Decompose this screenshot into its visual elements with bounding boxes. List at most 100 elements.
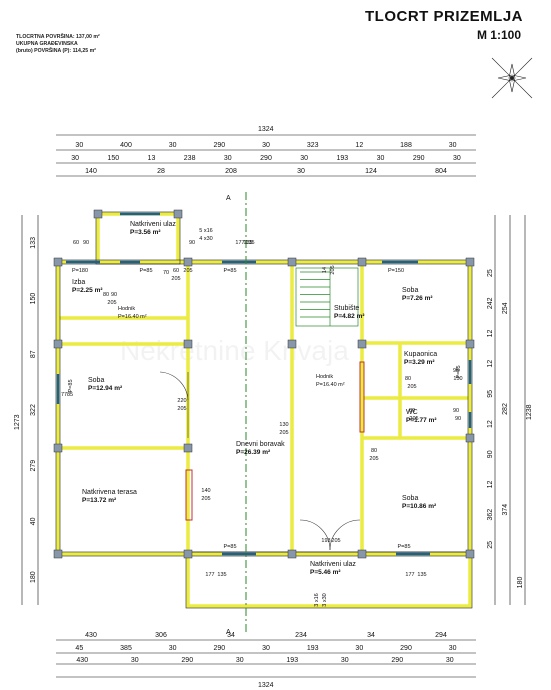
sill-label: 205 (331, 538, 340, 544)
room-area: P=3.29 m² (404, 359, 435, 366)
dim-label: 124 (365, 168, 377, 175)
dim-label: 374 (502, 504, 509, 516)
sill-label: 80 (371, 448, 377, 454)
dimension-right (494, 215, 526, 605)
dim-label: 30 (236, 657, 244, 664)
dim-label: 279 (30, 460, 37, 472)
dim-label: 30 (377, 155, 385, 162)
sill-label: 177 (405, 572, 414, 578)
pillar (183, 549, 193, 559)
sill-label: 95 (453, 368, 459, 374)
sill-label: 60 (173, 268, 179, 274)
pillar (183, 443, 193, 453)
dim-label: 385 (120, 645, 132, 652)
dim-label: 45 (75, 645, 83, 652)
sill-label: 135 (217, 572, 226, 578)
dim-label: 804 (435, 168, 447, 175)
dim-label: 28 (157, 168, 165, 175)
dim-label: 362 (487, 509, 494, 521)
sill-label: 90 (189, 240, 195, 246)
sill-label: 140 (201, 488, 210, 494)
dim-label: 34 (367, 632, 375, 639)
dimension-bottom (56, 639, 476, 678)
sill-label: 205 (177, 406, 186, 412)
dim-label: 30 (355, 645, 363, 652)
dim-label: 30 (446, 657, 454, 664)
pillar (357, 549, 367, 559)
dim-label: 95 (487, 390, 494, 398)
pillar (357, 257, 367, 267)
room-name: WC (406, 409, 418, 416)
sill-label: 205 (171, 276, 180, 282)
area-info-line1: TLOCRTNA POVRŠINA: 137,00 m² (16, 34, 100, 40)
section-mark-top: A (226, 195, 231, 202)
dim-label: 193 (286, 657, 298, 664)
dim-label: 294 (435, 632, 447, 639)
stairs-label-main: 14 (322, 267, 328, 273)
dim-label: 290 (391, 657, 403, 664)
dim-label: 30 (262, 645, 270, 652)
room-name: Stubište (334, 305, 359, 312)
room-area: P=3.56 m² (130, 229, 161, 236)
sill-label: 60 (73, 240, 79, 246)
dim-label: 242 (487, 297, 494, 309)
sill-label: 130 (279, 422, 288, 428)
pillar (287, 339, 297, 349)
dim-label: 254 (502, 302, 509, 314)
dim-label: 282 (502, 403, 509, 415)
dim-label: 25 (487, 541, 494, 549)
pillar (53, 339, 63, 349)
room-name: Soba (402, 495, 418, 502)
dim-label: 30 (300, 155, 308, 162)
dim-label: 30 (169, 142, 177, 149)
sill-label: 205 (183, 268, 192, 274)
dim-label: 30 (453, 155, 461, 162)
dim-label: 193 (337, 155, 349, 162)
dim-label: 290 (413, 155, 425, 162)
window-label: P=85 (68, 380, 74, 393)
room-area: P=10.86 m² (402, 503, 437, 510)
dim-label: 87 (30, 350, 37, 358)
dim-label: 290 (213, 645, 225, 652)
dim-right-row2: 254 282 374 (502, 302, 509, 515)
room-area: P=16.40 m² (118, 314, 147, 320)
dim-label: 12 (487, 330, 494, 338)
room-area: P=7.26 m² (402, 295, 433, 302)
sill-label: 80 (405, 376, 411, 382)
dim-label: 133 (30, 237, 37, 249)
sill-label: 135 (417, 572, 426, 578)
dim-label: 150 (30, 293, 37, 305)
dim-label: 306 (155, 632, 167, 639)
pillar (465, 549, 475, 559)
dim-label: 30 (224, 155, 232, 162)
dim-label: 430 (76, 657, 88, 664)
dim-left-total: 1273 (14, 414, 21, 430)
plan-title: TLOCRT PRIZEMLJA (365, 8, 523, 25)
sill-label: 90 (455, 416, 461, 422)
dim-label: 290 (181, 657, 193, 664)
dim-label: 400 (120, 142, 132, 149)
pillar (465, 257, 475, 267)
stairs-label-bottom: 3 x30 (322, 593, 328, 606)
dim-label: 234 (295, 632, 307, 639)
pillar (53, 257, 63, 267)
room-area: P=5.46 m² (310, 569, 341, 576)
dim-label: 30 (449, 142, 457, 149)
room-name: Natkriveni ulaz (130, 221, 176, 228)
dim-label: 238 (184, 155, 196, 162)
stairs-label-top: 4 x30 (199, 236, 212, 242)
sill-label: 90 (111, 292, 117, 298)
dim-label: 208 (225, 168, 237, 175)
window-label: P=85 (224, 268, 237, 274)
pillar (465, 433, 475, 443)
room-area: P=4.82 m² (334, 313, 365, 320)
sill-label: 80 (103, 292, 109, 298)
room-name: Hodnik (316, 374, 333, 380)
